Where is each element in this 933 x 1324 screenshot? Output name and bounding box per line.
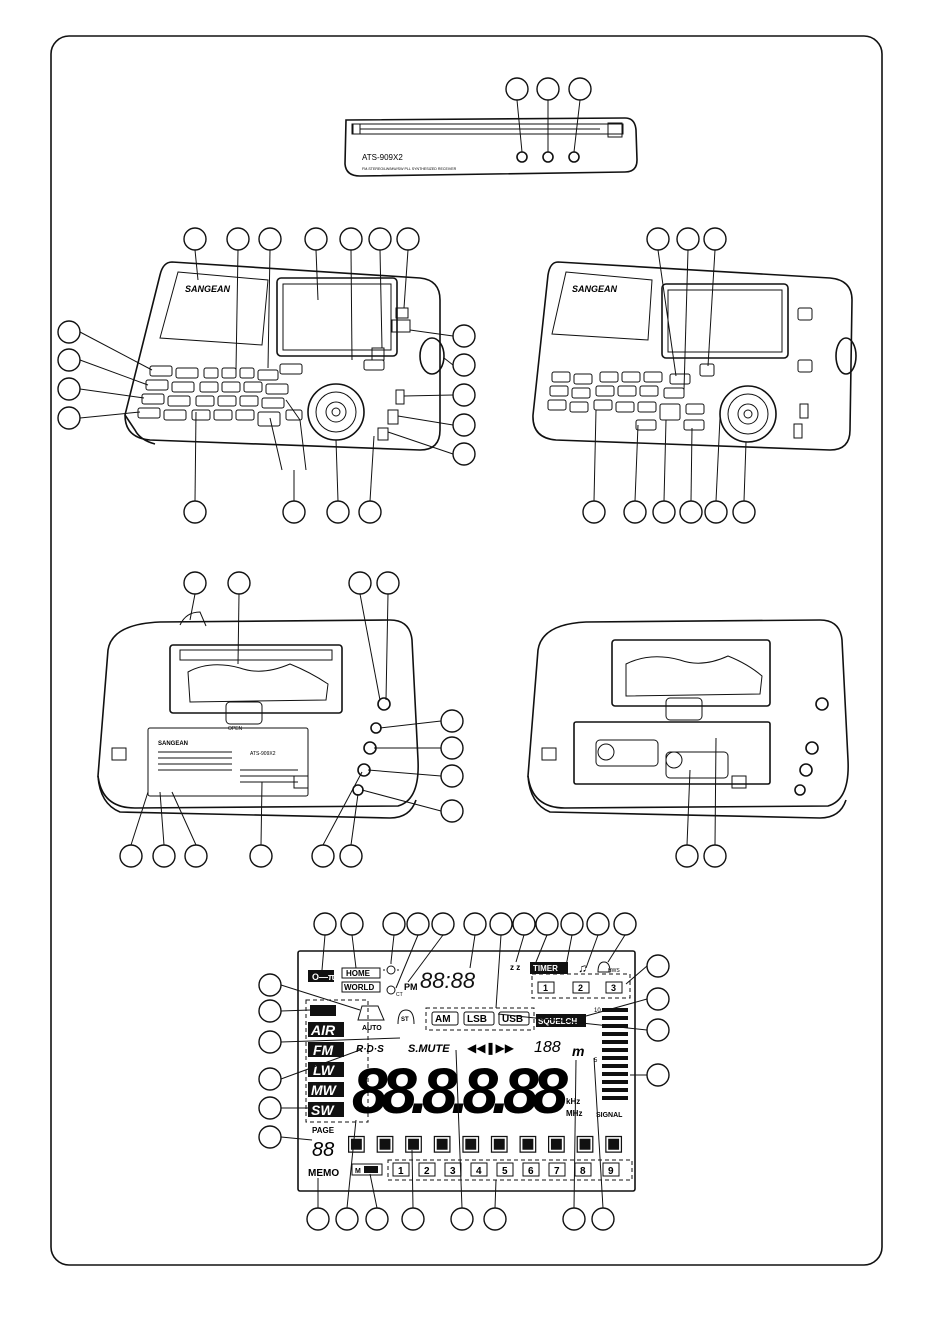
memory-slot-9: 9 [608,1166,614,1177]
music-note-icon: ♫ [578,961,587,975]
auto-icon [358,1006,384,1020]
lock-label: O—π [312,972,335,982]
sun-icon [387,966,395,974]
rds-label: R·D·S [356,1044,384,1055]
band-lw: LW [313,1062,336,1078]
meter-unit: m [572,1043,584,1059]
page-digits: 88 [312,1139,334,1161]
front-view-right: SANGEAN [533,262,856,450]
clock-digits: 88:88 [420,968,476,993]
timer-slot-1: 1 [543,983,548,993]
st-label: ST [401,1017,409,1023]
memory-slot-5: 5 [502,1166,508,1177]
memory-slot-1: 1 [398,1166,404,1177]
back-brand-label: SANGEAN [158,741,188,747]
timer-slots: 1 2 3 [538,982,622,993]
front-view-left: SANGEAN [125,262,444,470]
memo-label: MEMO [308,1168,339,1179]
timer-label: TIMER [533,964,558,973]
timer-slot-3: 3 [611,983,616,993]
lcd-display: O—π HOME WORLD CT PM 88:88 z z TIMER ♫ H… [298,951,635,1191]
auto-label: AUTO [362,1025,382,1032]
khz-label: kHz [566,1097,580,1106]
mode-lsb: LSB [467,1014,487,1025]
meter-digits: 188 [534,1039,561,1056]
memory-slot-6: 6 [528,1166,534,1177]
callout [537,78,559,100]
memory-slot-3: 3 [450,1166,456,1177]
home-label: HOME [346,969,371,978]
back-right-callouts [676,738,726,867]
mhz-label: MHz [566,1109,582,1118]
ct-label: CT [396,992,403,998]
back-open-label: OPEN [228,726,243,732]
callout [506,78,528,100]
timer-slot-2: 2 [578,983,583,993]
frequency-digits: 88.8.8.88 [352,1055,568,1127]
clock-icon [387,986,395,994]
back-view-left: SANGEAN ATS-909X2 OPEN [98,612,418,818]
memory-slot-2: 2 [424,1166,430,1177]
memory-slot-4: 4 [476,1166,482,1177]
front-left-callouts [58,228,475,523]
pm-label: PM [404,982,418,992]
hws-label: HWS [608,968,620,974]
band-fm: FM [313,1042,334,1058]
page-label: PAGE [312,1126,335,1135]
battery-icon [310,1005,336,1016]
back-view-right [528,620,848,818]
memory-lock-label: M [355,1168,361,1175]
smute-label: S.MUTE [408,1043,450,1055]
callout [569,78,591,100]
memory-slots: 1 2 3 4 5 6 7 8 9 [393,1163,619,1177]
memory-slot-8: 8 [580,1166,586,1177]
mode-labels: AM LSB USB [432,1012,529,1025]
band-labels: AIR FM LW MW SW [308,1022,344,1118]
sleep-label: z z [510,963,520,972]
back-model-label: ATS-909X2 [250,751,276,757]
play-pause-icon: ◀◀❚▶▶ [467,1041,515,1055]
mode-am: AM [435,1014,451,1025]
front-right-brand-label: SANGEAN [572,284,618,294]
top-model-label: ATS-909X2 [362,153,403,162]
back-left-callouts [120,572,463,867]
band-air: AIR [310,1022,336,1038]
memory-slot-7: 7 [554,1166,560,1177]
band-sw: SW [311,1102,335,1118]
top-view: ATS-909X2 FM-STEREO/LW/MW/SW PLL SYNTHES… [345,78,637,176]
band-mw: MW [311,1082,338,1098]
signal-label: SIGNAL [596,1112,623,1119]
top-caption: FM-STEREO/LW/MW/SW PLL SYNTHESIZED RECEI… [362,167,457,171]
front-brand-label: SANGEAN [185,284,231,294]
character-row: ▣▣▣▣▣▣▣▣▣▣ [346,1130,624,1155]
world-label: WORLD [344,983,374,992]
